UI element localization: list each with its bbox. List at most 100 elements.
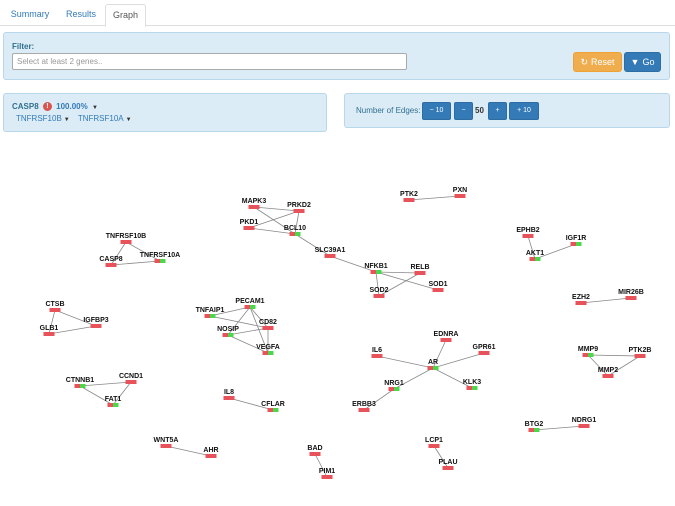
gene-node[interactable]: AR: [427, 359, 439, 370]
tab-results[interactable]: Results: [65, 9, 96, 19]
related-gene-dropdown[interactable]: TNFRSF10A▼: [78, 114, 132, 123]
related-gene-dropdown[interactable]: TNFRSF10B▼: [16, 114, 70, 123]
gene-node-label: IGFBP3: [83, 317, 108, 324]
gene-node[interactable]: PTK2B: [629, 347, 652, 358]
node-marker: [248, 205, 260, 209]
graph-edge: [112, 381, 132, 406]
gene-node[interactable]: EDNRA: [434, 331, 459, 342]
gene-node[interactable]: MIR26B: [618, 289, 644, 300]
gene-node[interactable]: WNT5A: [154, 437, 179, 448]
gene-node[interactable]: PTK2: [400, 191, 418, 202]
go-label: Go: [642, 57, 655, 67]
gene-node[interactable]: TNFAIP1: [196, 307, 225, 318]
gene-node[interactable]: IL8: [223, 389, 235, 400]
gene-node[interactable]: MAPK3: [242, 198, 267, 209]
gene-node-label: VEGFA: [256, 344, 280, 351]
gene-node[interactable]: NRG1: [384, 380, 404, 391]
selected-gene-dropdown[interactable]: CASP8 ! 100.00% ▼: [12, 102, 98, 112]
plus-ten-edges-button[interactable]: + 10: [509, 102, 539, 120]
gene-node[interactable]: EPHB2: [516, 227, 540, 238]
gene-node[interactable]: BCL10: [284, 225, 306, 236]
gene-node[interactable]: SLC39A1: [315, 247, 346, 258]
gene-node[interactable]: BTG2: [525, 421, 544, 432]
reset-button[interactable]: ↻Reset: [573, 52, 622, 72]
gene-node[interactable]: BAD: [307, 445, 323, 456]
gene-node-label: BAD: [307, 445, 322, 452]
graph-edge: [209, 315, 269, 329]
graph-edge: [228, 397, 274, 411]
node-marker-red: [222, 333, 228, 337]
gene-node[interactable]: CCND1: [119, 373, 143, 384]
gene-filter-input[interactable]: [12, 53, 407, 70]
gene-node[interactable]: TNFRSF10A: [140, 252, 180, 263]
node-marker-green: [113, 403, 119, 407]
gene-node[interactable]: CTNNB1: [66, 377, 94, 388]
gene-node[interactable]: IGF1R: [566, 235, 587, 246]
gene-node[interactable]: TNFRSF10B: [106, 233, 146, 244]
gene-node-label: WNT5A: [154, 437, 179, 444]
gene-node[interactable]: MMP2: [598, 367, 618, 378]
gene-node[interactable]: PIM1: [319, 468, 335, 479]
selection-panel: CASP8 ! 100.00% ▼ TNFRSF10B▼ TNFRSF10A▼: [3, 93, 327, 132]
gene-node[interactable]: SOD2: [369, 287, 389, 298]
gene-node[interactable]: PRKD2: [287, 202, 311, 213]
gene-node[interactable]: PXN: [453, 187, 467, 198]
gene-node[interactable]: CFLAR: [261, 401, 285, 412]
graph-edge: [110, 241, 127, 266]
gene-node[interactable]: CTSB: [45, 301, 65, 312]
gene-node[interactable]: PKD1: [240, 219, 259, 230]
gene-node[interactable]: VEGFA: [256, 344, 280, 355]
gene-node-label: MMP9: [578, 346, 598, 353]
gene-node[interactable]: PLAU: [438, 459, 458, 470]
gene-node-label: AKT1: [526, 250, 544, 257]
gene-node[interactable]: KLK3: [463, 379, 481, 390]
gene-node[interactable]: AKT1: [526, 250, 544, 261]
gene-node[interactable]: LCP1: [425, 437, 443, 448]
node-marker-red: [107, 403, 113, 407]
minus-one-edge-button[interactable]: −: [454, 102, 473, 120]
gene-node-label: TNFAIP1: [196, 307, 225, 314]
gene-node[interactable]: AHR: [203, 447, 219, 458]
go-button[interactable]: ▼Go: [624, 52, 661, 72]
plus-one-edge-button[interactable]: +: [488, 102, 507, 120]
gene-node[interactable]: CD82: [259, 319, 277, 330]
node-marker: [373, 294, 385, 298]
gene-node[interactable]: GPR61: [473, 344, 496, 355]
gene-node[interactable]: NDRG1: [572, 417, 597, 428]
gene-node-label: SLC39A1: [315, 247, 346, 254]
gene-node-label: PTK2: [400, 191, 418, 198]
gene-node[interactable]: SOD1: [428, 281, 448, 292]
node-marker-red: [570, 242, 576, 246]
gene-node[interactable]: PECAM1: [235, 298, 265, 309]
gene-node[interactable]: EZH2: [572, 294, 590, 305]
gene-node[interactable]: NFKB1: [364, 263, 388, 274]
gene-node[interactable]: GLB1: [40, 325, 59, 336]
gene-node-label: TNFRSF10A: [140, 252, 180, 259]
graph-edge: [253, 206, 296, 235]
node-marker: [223, 396, 235, 400]
node-marker-green: [588, 353, 594, 357]
gene-node[interactable]: FAT1: [105, 396, 122, 407]
gene-node-label: CTSB: [45, 301, 64, 308]
reset-label: Reset: [591, 57, 615, 67]
gene-node[interactable]: CASP8: [99, 256, 123, 267]
minus-ten-edges-button[interactable]: − 10: [422, 102, 451, 120]
tab-summary[interactable]: Summary: [10, 9, 50, 19]
gene-node[interactable]: IL6: [371, 347, 383, 358]
graph-edge: [248, 210, 300, 229]
node-marker: [428, 444, 440, 448]
graph-edge: [79, 385, 114, 406]
node-marker-red: [466, 386, 472, 390]
gene-node[interactable]: NOSIP: [217, 326, 239, 337]
gene-node-label: KLK3: [463, 379, 481, 386]
node-marker: [602, 374, 614, 378]
filter-funnel-icon: ▼: [630, 57, 640, 67]
gene-node-label: NOSIP: [217, 326, 239, 333]
gene-node[interactable]: RELB: [410, 264, 430, 275]
gene-node[interactable]: ERBB3: [352, 401, 376, 412]
tab-graph[interactable]: Graph: [105, 4, 146, 27]
gene-node[interactable]: MMP9: [578, 346, 598, 357]
gene-node[interactable]: IGFBP3: [83, 317, 109, 328]
node-marker: [403, 198, 415, 202]
